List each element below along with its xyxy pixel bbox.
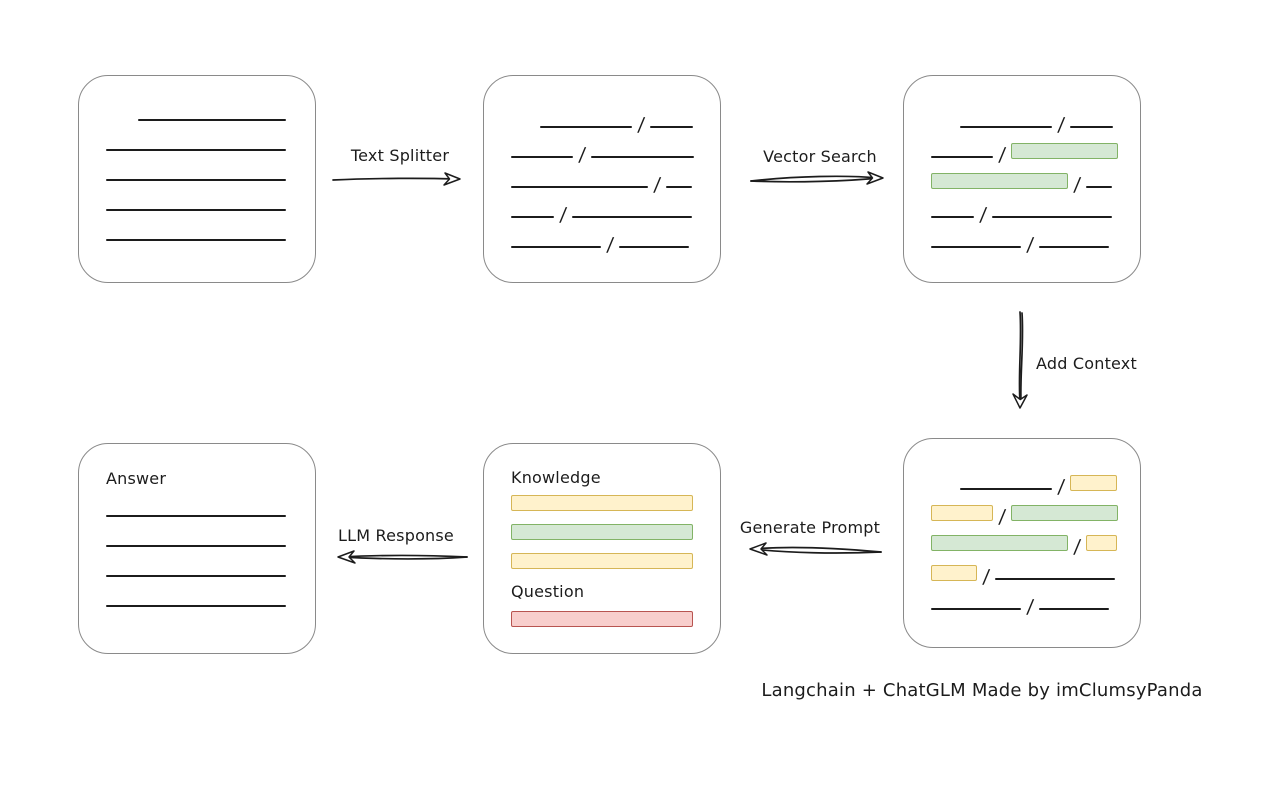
chunk-separator-slash: / [605, 234, 615, 256]
text-line [1070, 126, 1114, 128]
text-row: / [931, 99, 1140, 136]
context-chunks-box: ///// [903, 438, 1141, 648]
text-row: / [931, 461, 1140, 498]
vector-matched-chunks-box: ///// [903, 75, 1141, 283]
yellow-highlight-chunk [931, 565, 977, 581]
text-line [931, 246, 1021, 248]
split-chunk-rows: ///// [484, 76, 720, 256]
text-row [106, 488, 315, 518]
text-line [106, 179, 286, 181]
text-line [931, 156, 993, 158]
green-highlight-chunk [1011, 143, 1119, 159]
answer-text-lines [106, 488, 315, 608]
text-row: / [931, 491, 1140, 528]
green-highlight-chunk [931, 173, 1068, 189]
vector-search-label: Vector Search [763, 147, 877, 166]
text-line [511, 216, 554, 218]
yellow-bar [511, 553, 693, 569]
answer-label: Answer [106, 469, 167, 488]
text-row [106, 518, 315, 548]
chunk-separator-slash: / [1025, 234, 1035, 256]
text-row [106, 548, 315, 578]
yellow-bar [511, 495, 693, 511]
text-line [650, 126, 694, 128]
split-chunks-box: ///// [483, 75, 721, 283]
text-line [666, 186, 693, 188]
chunk-separator-slash: / [1025, 596, 1035, 618]
question-label: Question [511, 582, 585, 601]
text-line [106, 149, 286, 151]
text-line [106, 515, 286, 517]
document-text-lines [79, 76, 315, 242]
green-highlight-chunk [931, 535, 1068, 551]
knowledge-label: Knowledge [511, 468, 601, 487]
yellow-highlight-chunk [931, 505, 993, 521]
yellow-highlight-chunk [1086, 535, 1118, 551]
text-line [931, 216, 974, 218]
text-line [995, 578, 1116, 580]
text-line [511, 156, 573, 158]
context-chunk-rows: ///// [904, 439, 1140, 618]
text-row: / [931, 219, 1140, 256]
text-line [960, 126, 1052, 128]
text-line [511, 186, 648, 188]
question-bars [511, 611, 693, 627]
text-splitter-arrow-icon [332, 172, 461, 186]
red-bar [511, 611, 693, 627]
text-row: / [931, 129, 1140, 166]
text-row [106, 152, 315, 182]
generate-prompt-label: Generate Prompt [739, 518, 881, 537]
text-line [591, 156, 695, 158]
text-line [106, 545, 286, 547]
text-line [106, 239, 286, 241]
text-line [619, 246, 690, 248]
text-line [960, 488, 1052, 490]
text-line [1039, 246, 1110, 248]
text-row: / [931, 159, 1140, 196]
text-row: / [931, 521, 1140, 558]
vector-search-arrow-icon [750, 171, 884, 185]
yellow-highlight-chunk [1070, 475, 1118, 491]
diagram-caption: Langchain + ChatGLM Made by imClumsyPand… [761, 680, 1203, 701]
text-splitter-label: Text Splitter [350, 146, 450, 165]
prompt-box: Knowledge Question [483, 443, 721, 654]
text-row [106, 212, 315, 242]
green-highlight-chunk [1011, 505, 1119, 521]
text-row [106, 122, 315, 152]
llm-response-label: LLM Response [338, 526, 454, 545]
text-line [1039, 608, 1110, 610]
text-line [106, 605, 286, 607]
text-line [106, 209, 286, 211]
add-context-arrow-icon [1012, 311, 1028, 409]
text-row: / [931, 581, 1140, 618]
text-row: / [511, 129, 720, 166]
generate-prompt-arrow-icon [749, 542, 882, 556]
text-line [540, 126, 632, 128]
text-row: / [931, 551, 1140, 588]
knowledge-bars [511, 495, 693, 569]
answer-box: Answer [78, 443, 316, 654]
text-line [511, 246, 601, 248]
matched-chunk-rows: ///// [904, 76, 1140, 256]
source-document-box [78, 75, 316, 283]
text-row: / [511, 159, 720, 196]
green-bar [511, 524, 693, 540]
text-row: / [931, 189, 1140, 226]
add-context-label: Add Context [1036, 354, 1137, 373]
text-row: / [511, 99, 720, 136]
text-row: / [511, 189, 720, 226]
text-line [572, 216, 693, 218]
text-line [106, 575, 286, 577]
llm-response-arrow-icon [337, 550, 468, 564]
text-line [138, 119, 286, 121]
text-line [931, 608, 1021, 610]
text-row: / [511, 219, 720, 256]
text-row [106, 578, 315, 608]
text-row [106, 92, 315, 122]
text-line [992, 216, 1113, 218]
text-row [106, 182, 315, 212]
text-line [1086, 186, 1113, 188]
